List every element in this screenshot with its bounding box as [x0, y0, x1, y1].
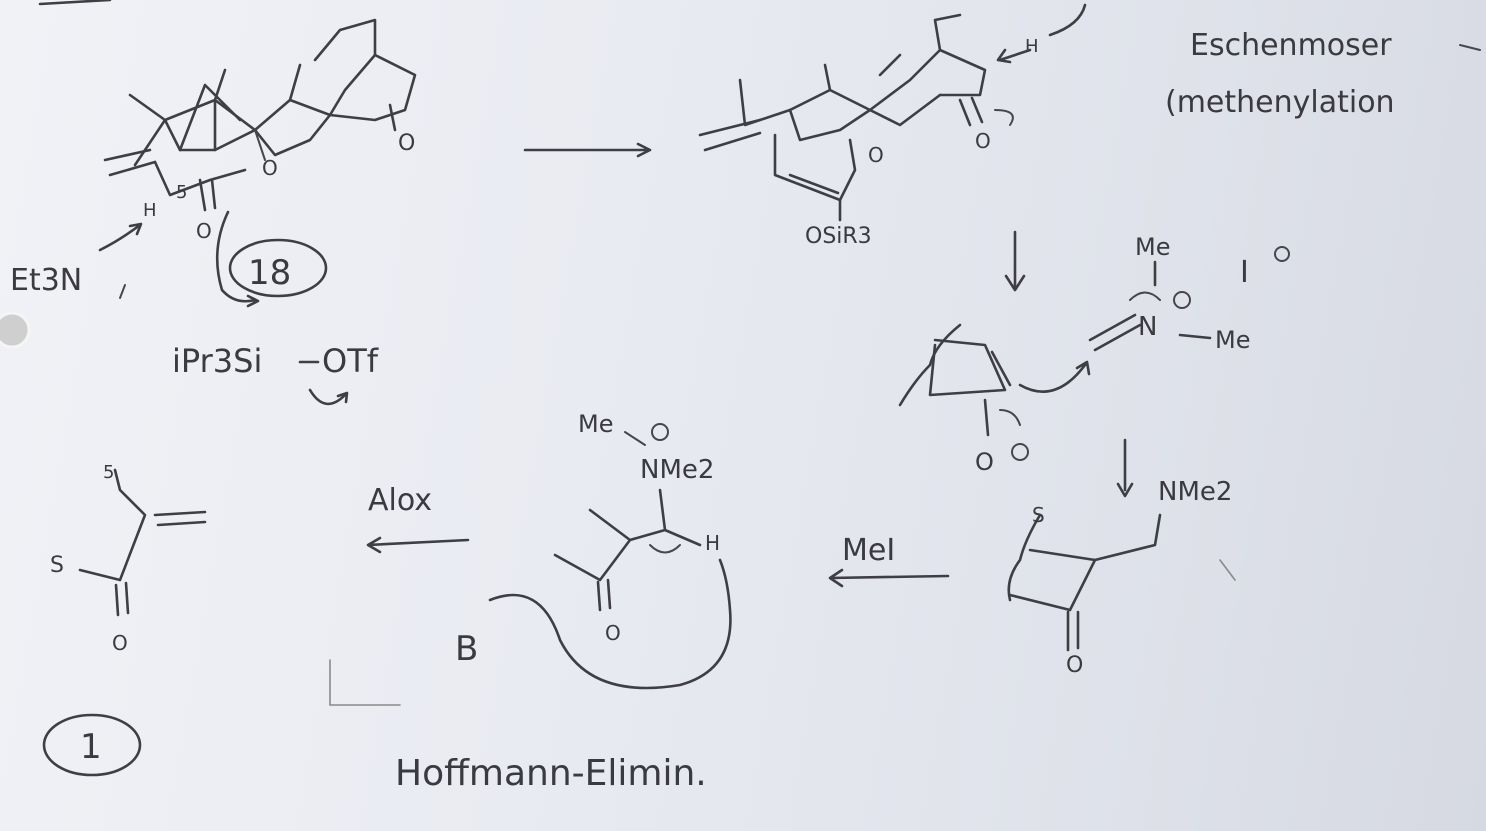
- silylating-agent-si: iPr3Si: [172, 342, 262, 380]
- silyl-ether-label: OSiR3: [805, 224, 872, 249]
- silyl-ring-oxygen: O: [868, 143, 884, 167]
- product-s-label: S: [50, 553, 64, 578]
- compound-18-label: 18: [248, 253, 291, 293]
- starting-ketone-structure: [103, 18, 417, 212]
- silyl-ketone-oxygen: O: [975, 129, 991, 153]
- mannich-ketone-oxygen: O: [1066, 653, 1083, 678]
- quat-ammonium-structure: [553, 488, 702, 612]
- silyl-enol-ether-structure: [698, 13, 987, 222]
- starting-ring-oxygen: O: [262, 156, 278, 180]
- beta-proton-label: H: [705, 531, 720, 555]
- final-product-structure: [78, 468, 207, 617]
- top-edge-stroke: [38, 0, 112, 6]
- base-b-label: B: [455, 629, 478, 669]
- iodide-charge: [1274, 246, 1290, 262]
- quat-ketone-oxygen: O: [605, 621, 621, 645]
- quat-charge: [651, 423, 669, 441]
- base-et3n-label: Et3N: [10, 263, 82, 298]
- iminium-charge: [1173, 291, 1191, 309]
- enolization-arrow: [994, 109, 1014, 126]
- reaction-arrow-4: [828, 568, 950, 588]
- enolate-oxygen: O: [975, 448, 994, 476]
- otf-leaving-arrow: [308, 388, 349, 406]
- mannich-s-label: S: [1032, 503, 1045, 527]
- reaction-name-label: Eschenmoser: [1190, 28, 1392, 63]
- enolate-push-arrow: [999, 409, 1021, 426]
- product-number-label: 1: [80, 727, 102, 767]
- iminium-n-label: N: [1138, 312, 1157, 342]
- top-proton-label: H: [1025, 36, 1039, 57]
- product-ketone-oxygen: O: [112, 631, 128, 655]
- alpha-proton-label: H: [143, 200, 157, 221]
- pencil-bracket-mark: [329, 559, 1236, 706]
- reaction-arrow-5: [366, 536, 470, 554]
- binder-hole: [0, 311, 31, 349]
- methylation-reagent-label: MeI: [842, 533, 895, 568]
- quat-me-bond: [624, 431, 646, 446]
- reaction-name-dash: [1459, 44, 1481, 51]
- mannich-amine-label: NMe2: [1158, 477, 1232, 507]
- iodide-label: I: [1240, 255, 1249, 290]
- enolate-attack-arrow: [1018, 360, 1091, 393]
- iminium-me-top: Me: [1135, 233, 1170, 261]
- reaction-arrow-1: [523, 142, 652, 158]
- product-number-circle: [42, 713, 142, 777]
- alpha-position-label: 5: [176, 182, 187, 203]
- iminium-double-bond: [1088, 313, 1142, 352]
- elimination-base-arrow: [488, 558, 732, 690]
- quat-nme2-label: NMe2: [640, 455, 714, 485]
- mannich-base-structure: [1007, 513, 1162, 652]
- reaction-subtitle-label: (methenylation: [1165, 85, 1395, 120]
- reaction-arrow-3: [1116, 438, 1134, 498]
- silylating-agent-otf: OTf: [322, 342, 379, 380]
- iminium-n-me-bond: [1178, 333, 1212, 340]
- top-proton-arrow: [996, 3, 1087, 64]
- compound-18-circle: [228, 238, 328, 298]
- enolate-structure: [898, 323, 1012, 437]
- iminium-me-right: Me: [1215, 326, 1250, 354]
- elimination-name-label: Hoffmann-Elimin.: [395, 753, 707, 794]
- product-alpha-label: 5: [103, 462, 114, 483]
- reaction-arrow-2: [1004, 230, 1026, 292]
- alumina-label: Alox: [368, 483, 432, 518]
- starting-carbonyl-oxygen: O: [196, 219, 212, 243]
- iminium-electron-arrow: [1129, 291, 1161, 301]
- deprotonation-arrow: [98, 222, 143, 252]
- quat-me-label: Me: [578, 410, 613, 438]
- enolate-charge: [1011, 443, 1029, 461]
- comma-stroke: [119, 284, 126, 299]
- starting-ketone-oxygen: O: [398, 131, 415, 156]
- carbonyl-to-si-arrow: [215, 210, 260, 308]
